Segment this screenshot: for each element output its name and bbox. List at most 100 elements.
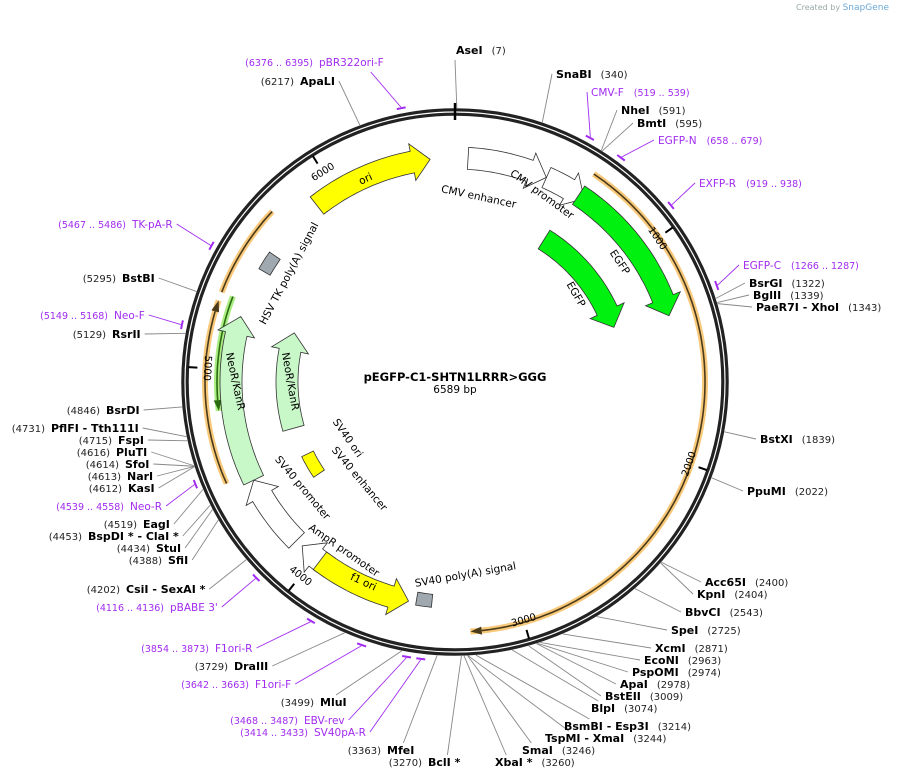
primer-pbabe-3-[interactable]: pBABE 3'(4116 .. 4136) bbox=[96, 602, 218, 614]
site-leader-line bbox=[596, 616, 668, 631]
site-pspomi[interactable]: PspOMI(2974) bbox=[632, 666, 721, 679]
site-pflfi[interactable]: PflFI - Tth111I(4731) bbox=[12, 422, 139, 435]
site-name: AseI bbox=[456, 44, 483, 57]
site-pluti[interactable]: PluTI(4616) bbox=[77, 446, 148, 459]
site-xcmi[interactable]: XcmI(2871) bbox=[655, 642, 728, 655]
site-tspmi[interactable]: TspMI - XmaI(3244) bbox=[545, 732, 667, 745]
tick-label: 3000 bbox=[510, 612, 537, 630]
site-ppumi[interactable]: PpuMI(2022) bbox=[747, 485, 828, 498]
primer-f1ori-r[interactable]: F1ori-R(3854 .. 3873) bbox=[141, 643, 252, 655]
site-econi[interactable]: EcoNI(2963) bbox=[644, 654, 721, 667]
primer-leader-line bbox=[621, 139, 655, 158]
site-acc65i[interactable]: Acc65I(2400) bbox=[705, 576, 788, 589]
site-bsteii[interactable]: BstEII(3009) bbox=[605, 690, 683, 703]
site-snabi[interactable]: SnaBI(340) bbox=[556, 68, 628, 81]
site-apai[interactable]: ApaI(2978) bbox=[620, 678, 690, 691]
primer-pbr322ori-f[interactable]: pBR322ori-F(6376 .. 6395) bbox=[245, 57, 384, 69]
site-bsmbi[interactable]: BsmBI - Esp3I(3214) bbox=[564, 720, 691, 733]
primer-egfp-n[interactable]: EGFP-N(658 .. 679) bbox=[658, 135, 762, 147]
site-bsrgi[interactable]: BsrGI(1322) bbox=[749, 277, 825, 290]
site-leader-line bbox=[540, 641, 641, 661]
site-position: (3260) bbox=[541, 758, 574, 769]
primer-range: (3854 .. 3873) bbox=[141, 644, 209, 655]
site-leader-line bbox=[173, 489, 204, 525]
primer-neo-f[interactable]: Neo-F(5149 .. 5168) bbox=[40, 310, 145, 322]
site-name: BstBI bbox=[122, 272, 155, 285]
primer-leader-line bbox=[148, 314, 182, 325]
site-mlui[interactable]: MluI(3499) bbox=[281, 696, 347, 709]
site-name: SnaBI bbox=[556, 68, 592, 81]
feature-hsv-tk-poly-a-signal bbox=[258, 251, 281, 276]
snapgene-credit: Created by SnapGene bbox=[796, 3, 889, 13]
site-bstbi[interactable]: BstBI (5295) bbox=[83, 272, 155, 285]
site-position: (3499) bbox=[281, 698, 314, 709]
site-position: (2725) bbox=[707, 626, 740, 637]
site-stui[interactable]: StuI(4434) bbox=[117, 542, 181, 555]
site-nhei[interactable]: NheI(591) bbox=[621, 104, 686, 117]
site-leader-line bbox=[454, 59, 458, 109]
feature-cmv-enhancer-label: CMV enhancer bbox=[440, 183, 518, 211]
site-bstxi[interactable]: BstXI(1839) bbox=[760, 433, 835, 446]
primer-sv40pa-r[interactable]: SV40pA-R(3414 .. 3433) bbox=[240, 727, 366, 739]
site-smai[interactable]: SmaI(3246) bbox=[522, 744, 595, 757]
primer-tk-pa-r[interactable]: TK-pA-R(5467 .. 5486) bbox=[58, 219, 173, 231]
site-draiii[interactable]: DraIII(3729) bbox=[195, 660, 269, 673]
site-spei[interactable]: SpeI(2725) bbox=[671, 624, 741, 637]
primer-leader-line bbox=[294, 645, 362, 685]
site-csii[interactable]: CsiI - SexAI *(4202) bbox=[87, 583, 206, 596]
site-name: TspMI - XmaI bbox=[545, 732, 624, 745]
primer-exfp-r[interactable]: EXFP-R(919 .. 938) bbox=[699, 178, 802, 190]
site-bsrdi[interactable]: BsrDI(4846) bbox=[67, 404, 140, 417]
site-leader-line bbox=[511, 649, 599, 702]
primer-leader-line bbox=[256, 621, 311, 649]
feature-sv40-ori bbox=[301, 450, 325, 478]
primer-binding-mark bbox=[616, 154, 626, 162]
primer-name: pBABE 3' bbox=[170, 602, 218, 614]
site-bspdi[interactable]: BspDI * - ClaI *(4453) bbox=[49, 530, 179, 543]
site-bglii[interactable]: BglII(1339) bbox=[753, 289, 824, 302]
tick-label: 5000 bbox=[201, 355, 213, 381]
site-position: (2404) bbox=[734, 590, 767, 601]
feature-sv40-poly-a-signal bbox=[415, 591, 434, 608]
primer-binding-mark bbox=[585, 134, 595, 141]
site-position: (5295) bbox=[83, 274, 116, 285]
site-position: (1339) bbox=[790, 291, 823, 302]
primer-neo-r[interactable]: Neo-R(4539 .. 4558) bbox=[56, 501, 162, 513]
site-bbvci[interactable]: BbvCI(2543) bbox=[685, 606, 763, 619]
primer-f1ori-f[interactable]: F1ori-F(3642 .. 3663) bbox=[181, 679, 291, 691]
site-eagi[interactable]: EagI(4519) bbox=[104, 518, 170, 531]
site-leader-line bbox=[600, 109, 618, 151]
snapgene-logo: SnapGene bbox=[842, 3, 889, 13]
site-apali[interactable]: ApaLI(6217) bbox=[261, 75, 335, 88]
site-kpni[interactable]: KpnI(2404) bbox=[697, 588, 768, 601]
site-position: (4731) bbox=[12, 424, 45, 435]
site-blpi[interactable]: BlpI(3074) bbox=[591, 702, 657, 715]
site-kasi[interactable]: KasI(4612) bbox=[89, 482, 155, 495]
primer-leader-line bbox=[586, 91, 591, 137]
site-position: (4388) bbox=[129, 556, 162, 567]
site-position: (4453) bbox=[49, 532, 82, 543]
site-rsrii[interactable]: RsrII(5129) bbox=[73, 328, 141, 341]
primer-range: (5467 .. 5486) bbox=[58, 220, 126, 231]
site-sfii[interactable]: SfiI(4388) bbox=[129, 554, 188, 567]
site-bcli[interactable]: BclI *(3270) bbox=[389, 756, 461, 769]
primer-cmv-f[interactable]: CMV-F(519 .. 539) bbox=[591, 87, 690, 99]
primer-ebv-rev[interactable]: EBV-rev(3468 .. 3487) bbox=[230, 715, 345, 727]
site-sfoi[interactable]: SfoI(4614) bbox=[86, 458, 150, 471]
feature-egfp bbox=[571, 185, 682, 317]
site-nari[interactable]: NarI(4613) bbox=[88, 470, 153, 483]
site-name: BstEII bbox=[605, 690, 641, 703]
primer-egfp-c[interactable]: EGFP-C(1266 .. 1287) bbox=[743, 260, 859, 272]
site-name: ApaLI bbox=[300, 75, 335, 88]
site-xbai[interactable]: XbaI *(3260) bbox=[495, 756, 575, 769]
site-asei[interactable]: AseI(7) bbox=[456, 44, 506, 57]
site-fspi[interactable]: FspI(4715) bbox=[79, 434, 144, 447]
site-mfei[interactable]: MfeI(3363) bbox=[348, 744, 415, 757]
site-leader-line bbox=[711, 477, 744, 492]
tick-mark bbox=[525, 629, 530, 639]
primer-range: (919 .. 938) bbox=[746, 179, 802, 190]
site-paer7i[interactable]: PaeR7I - XhoI(1343) bbox=[756, 301, 881, 314]
site-name: Acc65I bbox=[705, 576, 746, 589]
site-bmti[interactable]: BmtI(595) bbox=[637, 117, 702, 130]
primer-name: EGFP-C bbox=[743, 260, 781, 272]
